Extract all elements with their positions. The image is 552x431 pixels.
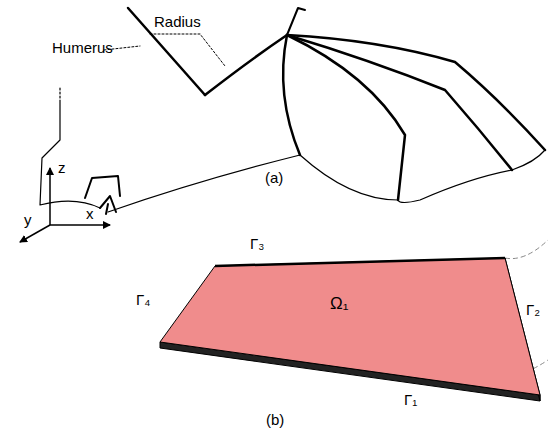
edge-line — [215, 258, 505, 266]
label: Γ₄ — [136, 292, 150, 309]
label: Γ₃ — [250, 236, 264, 253]
label: Radius — [154, 14, 201, 31]
label: (a) — [265, 170, 283, 187]
label: y — [24, 212, 32, 229]
label: Humerus — [52, 40, 113, 57]
label: Γ₁ — [404, 392, 417, 409]
label: (b) — [266, 412, 284, 429]
plate: Ω₁ — [158, 255, 550, 405]
label: Γ₂ — [526, 302, 540, 319]
label: z — [58, 160, 66, 177]
bat-wing — [40, 8, 545, 214]
plate-shape — [158, 255, 550, 405]
label: x — [86, 206, 94, 223]
axes — [20, 168, 110, 242]
region-label: Ω₁ — [330, 295, 348, 314]
plate-face — [160, 258, 540, 395]
